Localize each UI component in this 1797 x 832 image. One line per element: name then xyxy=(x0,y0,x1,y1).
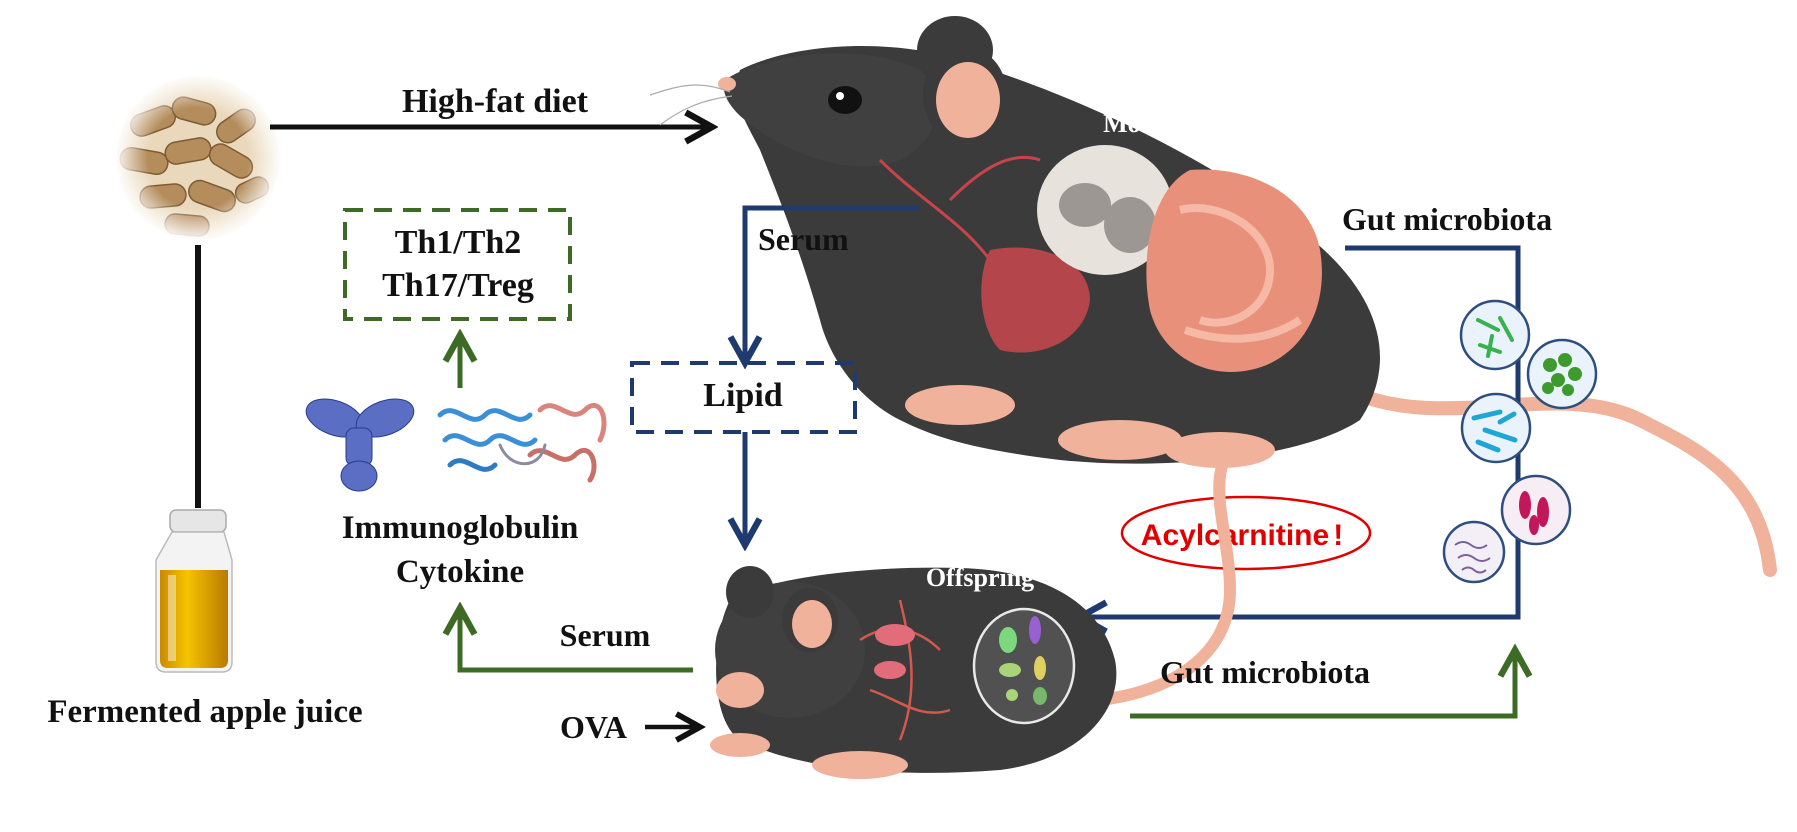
cytokine-protein-icon xyxy=(437,402,607,483)
serum-top-label: Serum xyxy=(758,221,849,257)
cytokine-label: Cytokine xyxy=(396,554,524,590)
ova-label: OVA xyxy=(560,709,627,745)
gut-microbiota-bottom-label: Gut microbiota xyxy=(1160,654,1370,690)
offspring-label: Offspring xyxy=(926,563,1034,592)
th1-th2-label: Th1/Th2 xyxy=(395,224,522,261)
offspring-mouse-illustration xyxy=(710,434,1246,779)
juice-bottle-image xyxy=(155,509,233,673)
immunoglobulin-label: Immunoglobulin xyxy=(342,510,579,546)
gut-microbiota-top-label: Gut microbiota xyxy=(1342,201,1552,237)
th-cells-box xyxy=(343,208,572,321)
serum-bottom-label: Serum xyxy=(560,617,651,653)
acylcarnitine-label: Acylcarnitine! xyxy=(1141,519,1343,552)
fermented-apple-juice-label: Fermented apple juice xyxy=(47,694,362,730)
mother-mouse-illustration xyxy=(649,16,1777,577)
bacteria-circle-1 xyxy=(1459,299,1531,371)
serum-arrow-to-lipid xyxy=(745,205,920,363)
bacteria-circle-2 xyxy=(1526,338,1598,410)
serum-arrow-to-immunity xyxy=(460,608,693,673)
high-fat-diet-label: High-fat diet xyxy=(402,83,589,120)
acylcarnitine-ellipse xyxy=(1120,495,1372,571)
offspring-gut-bacteria xyxy=(999,616,1047,705)
feed-pellets-image xyxy=(114,74,282,242)
mother-label: Mother xyxy=(1103,109,1187,138)
bacteria-group xyxy=(1442,299,1598,584)
lipid-label: Lipid xyxy=(703,377,782,414)
offspring-gut-microbiota-arrow xyxy=(1130,650,1515,719)
bacteria-circle-5 xyxy=(1442,520,1506,584)
bacteria-circle-4 xyxy=(1500,474,1572,546)
bacteria-circle-3 xyxy=(1460,392,1532,464)
antibody-icon xyxy=(305,398,415,492)
th17-treg-label: Th17/Treg xyxy=(382,267,534,304)
